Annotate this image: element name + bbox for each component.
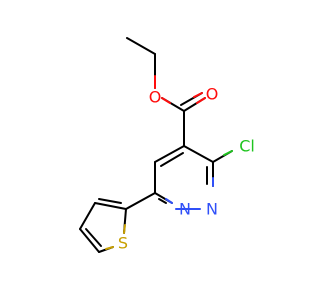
bond-c6-thiophene (125, 192, 156, 210)
atom-carbonyl-oxygen-label: O (206, 85, 219, 104)
bond-ester-o-carbonyl-o-part (161, 97, 171, 104)
atom-ester-oxygen-label: O (149, 88, 162, 107)
bond-ring-n1-c6-n-part (165, 198, 173, 204)
bond-thiophene-c2-s-s-part (123, 224, 126, 234)
bond-thiophene-c2-c3-inner (98, 198, 122, 204)
bond-thiophene-c4-c5 (79, 228, 100, 253)
atom-nitrogen-n2-label: N (206, 200, 218, 219)
bond-carbonyl-double-1-o-part (196, 97, 206, 104)
bond-ring-n1-c6-inner (158, 198, 167, 204)
bond-carbonyl-double-2-o-part (193, 92, 203, 98)
atom-chlorine-label: Cl (239, 137, 255, 156)
bond-ring-c4-c3 (183, 145, 214, 163)
bond-ring-c5-c4-inner (160, 152, 184, 167)
atom-nitrogen-n1-label: N (179, 200, 191, 219)
bond-thiophene-c5-s-s-part (105, 246, 114, 250)
bond-thiophene-c4-c5-inner (85, 228, 102, 247)
bond-thiophene-c3-c4 (79, 202, 96, 230)
bond-ring-c5-c4 (154, 145, 185, 163)
bond-c3-cl-cl-part (223, 150, 233, 156)
bond-ethyl-ch3-ch2 (126, 37, 156, 55)
bond-thiophene-c2-c3 (94, 202, 127, 210)
molecule-structure: O O Cl N N S (79, 37, 255, 253)
atom-sulfur-label: S (118, 234, 128, 253)
